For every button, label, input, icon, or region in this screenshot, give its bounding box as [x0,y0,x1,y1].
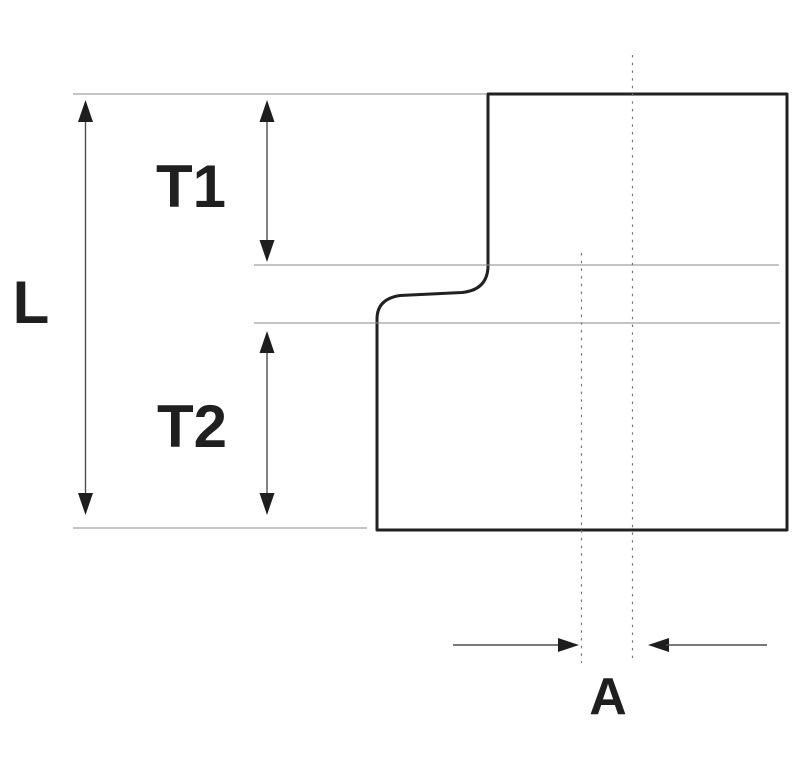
fitting-outline [375,92,789,532]
arrow-up-icon [259,331,275,353]
dimension-A: A [453,638,767,726]
arrow-up-icon [259,100,275,122]
arrow-up-icon [78,100,93,122]
label-L: L [13,269,50,336]
arrow-down-icon [259,240,275,262]
arrow-left-icon [648,638,669,652]
label-T2: T2 [157,393,227,460]
arrow-right-icon [558,638,579,652]
arrow-down-icon [78,493,93,515]
dimension-T2: T2 [157,331,275,515]
label-T1: T1 [156,153,226,220]
dimension-L: L [13,100,93,515]
label-A: A [589,668,627,726]
arrow-down-icon [259,493,275,515]
dimension-T1: T1 [156,100,275,262]
